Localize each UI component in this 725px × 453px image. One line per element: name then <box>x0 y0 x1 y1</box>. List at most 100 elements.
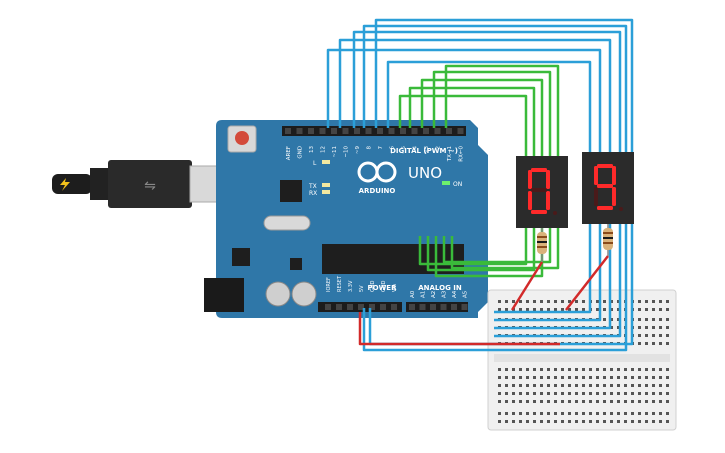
breadboard-hole <box>631 392 634 395</box>
segment-e <box>528 191 532 210</box>
digital-pin-hole[interactable] <box>342 128 349 134</box>
digital-pin-label: AREF <box>286 146 292 160</box>
wire-blue-1 <box>326 48 602 322</box>
power-pin-hole[interactable] <box>380 304 386 310</box>
resistor-1 <box>537 226 547 262</box>
breadboard-hole <box>519 420 522 423</box>
breadboard-hole <box>603 318 606 321</box>
digital-pin-hole[interactable] <box>400 128 406 134</box>
analog-pin-hole[interactable] <box>440 304 447 310</box>
digital-pin-hole[interactable] <box>388 128 395 134</box>
breadboard-hole <box>603 420 606 423</box>
breadboard-hole <box>540 392 543 395</box>
analog-pin-hole[interactable] <box>409 304 415 310</box>
analog-pin-label: A3 <box>442 290 448 298</box>
breadboard-hole <box>624 400 627 403</box>
breadboard-hole <box>554 392 557 395</box>
breadboard-hole <box>526 300 529 303</box>
digital-pin-hole[interactable] <box>308 128 314 134</box>
usb-cable-tail <box>52 174 92 194</box>
breadboard-hole <box>582 376 585 379</box>
breadboard-hole <box>659 308 662 311</box>
analog-pin-hole[interactable] <box>451 304 457 310</box>
digital-pin-hole[interactable] <box>457 128 464 134</box>
breadboard-hole <box>561 376 564 379</box>
digital-pin-hole[interactable] <box>331 128 337 134</box>
breadboard-hole <box>547 308 550 311</box>
breadboard-hole <box>533 308 536 311</box>
wire-blue-6 <box>386 60 592 314</box>
on-label: ON <box>453 181 462 188</box>
breadboard-hole <box>512 392 515 395</box>
breadboard-hole <box>645 342 648 345</box>
analog-pin-hole[interactable] <box>430 304 436 310</box>
digital-pin-label: 13 <box>309 146 315 153</box>
digital-pin-label: 8 <box>367 146 373 150</box>
digital-pin-label: GND <box>298 146 304 159</box>
breadboard-hole <box>568 300 571 303</box>
breadboard-hole <box>519 400 522 403</box>
analog-pin-label: A1 <box>421 291 427 298</box>
digital-pin-hole[interactable] <box>423 128 429 134</box>
voltage-regulator <box>290 258 302 270</box>
breadboard-hole <box>526 308 529 311</box>
breadboard-hole <box>603 412 606 415</box>
breadboard-hole <box>652 420 655 423</box>
breadboard-hole <box>554 400 557 403</box>
analog-pin-hole[interactable] <box>461 304 468 310</box>
breadboard-hole <box>603 400 606 403</box>
power-pin-hole[interactable] <box>325 304 331 310</box>
breadboard-hole <box>554 308 557 311</box>
breadboard-hole <box>624 384 627 387</box>
digital-pin-hole[interactable] <box>434 128 441 134</box>
digital-pin-hole[interactable] <box>411 128 418 134</box>
digital-pin-hole[interactable] <box>285 128 291 134</box>
power-pin-hole[interactable] <box>336 304 342 310</box>
breadboard-hole <box>659 318 662 321</box>
breadboard-hole <box>547 368 550 371</box>
breadboard-hole <box>659 334 662 337</box>
l-label: L <box>313 160 317 167</box>
analog-pin-hole[interactable] <box>419 304 426 310</box>
breadboard-hole <box>498 384 501 387</box>
breadboard-hole <box>582 400 585 403</box>
digital-pin-hole[interactable] <box>296 128 303 134</box>
breadboard-hole <box>512 412 515 415</box>
breadboard-hole <box>596 392 599 395</box>
digital-pin-hole[interactable] <box>319 128 326 134</box>
power-pin-hole[interactable] <box>369 304 375 310</box>
reset-button-cap[interactable] <box>235 131 249 145</box>
display-2-segments <box>594 164 623 211</box>
segment-a <box>531 168 547 172</box>
digital-pin-hole[interactable] <box>446 128 452 134</box>
power-label: POWER <box>368 284 398 292</box>
breadboard-hole <box>505 384 508 387</box>
breadboard-hole <box>652 392 655 395</box>
breadboard-hole <box>659 342 662 345</box>
breadboard-hole <box>624 368 627 371</box>
power-pin-label: RESET <box>337 275 343 292</box>
digital-pin-hole[interactable] <box>354 128 360 134</box>
breadboard-hole <box>575 308 578 311</box>
analog-header <box>406 302 468 312</box>
breadboard-hole <box>666 392 669 395</box>
breadboard-hole <box>666 308 669 311</box>
breadboard-hole <box>610 376 613 379</box>
breadboard-hole <box>652 318 655 321</box>
breadboard-hole <box>659 368 662 371</box>
power-pin-label: Vin <box>392 284 398 292</box>
digital-pin-hole[interactable] <box>377 128 383 134</box>
breadboard-hole <box>575 420 578 423</box>
breadboard-hole <box>498 368 501 371</box>
breadboard-hole <box>638 384 641 387</box>
power-pin-hole[interactable] <box>347 304 353 310</box>
digital-pin-hole[interactable] <box>365 128 372 134</box>
breadboard-hole <box>505 368 508 371</box>
breadboard-hole <box>631 384 634 387</box>
breadboard-hole <box>533 400 536 403</box>
power-pin-hole[interactable] <box>358 304 364 310</box>
breadboard-hole <box>659 384 662 387</box>
breadboard-hole <box>659 400 662 403</box>
power-pin-hole[interactable] <box>391 304 397 310</box>
